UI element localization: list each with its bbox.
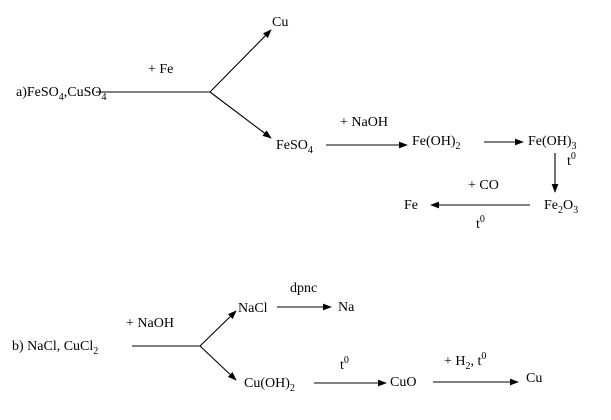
part-a-reagent-co: + CO <box>468 178 499 193</box>
part-a-feso4: FeSO4 <box>276 138 313 156</box>
part-b-nacl: NaCl <box>238 301 268 316</box>
part-b-product-na: Na <box>338 300 355 315</box>
part-b-reagent-naoh: + NaOH <box>126 316 174 331</box>
part-b-arrow-to-nacl <box>199 310 237 347</box>
part-a-fe2o3: Fe2O3 <box>544 198 578 216</box>
part-b-start-formula: b) NaCl, CuCl2 <box>12 339 98 357</box>
part-a-reagent-naoh: + NaOH <box>340 115 388 130</box>
part-b-arrow-to-cuoh2 <box>199 345 237 381</box>
part-a-product-fe: Fe <box>404 198 418 213</box>
part-a-feoh3: Fe(OH)3 <box>528 134 577 152</box>
part-b-electrolysis: dpnc <box>290 281 317 296</box>
part-b-heat: t0 <box>340 355 349 373</box>
part-b-reagent-h2: + H2, t0 <box>444 351 486 372</box>
part-b-cuo: CuO <box>390 375 416 390</box>
part-a-arrow-to-cu <box>209 29 272 93</box>
part-b-product-cu: Cu <box>526 371 542 386</box>
part-a-start-formula: a)FeSO4,CuSO4 <box>16 85 107 103</box>
part-a-reagent-fe: + Fe <box>148 62 173 77</box>
part-b-cuoh2: Cu(OH)2 <box>244 376 295 394</box>
part-a-heat-down: t0 <box>567 151 576 169</box>
part-a-arrow-to-feso4 <box>209 91 272 139</box>
part-a-heat-back: t0 <box>476 214 485 232</box>
part-a-product-cu: Cu <box>272 15 288 30</box>
part-a-scheme: a)FeSO4,CuSO4 + Fe Cu FeSO4 + NaOH Fe(OH… <box>16 15 578 232</box>
part-b-scheme: b) NaCl, CuCl2 + NaOH NaCl dpnc Na Cu(OH… <box>12 281 542 394</box>
part-a-feoh2: Fe(OH)2 <box>412 134 461 152</box>
